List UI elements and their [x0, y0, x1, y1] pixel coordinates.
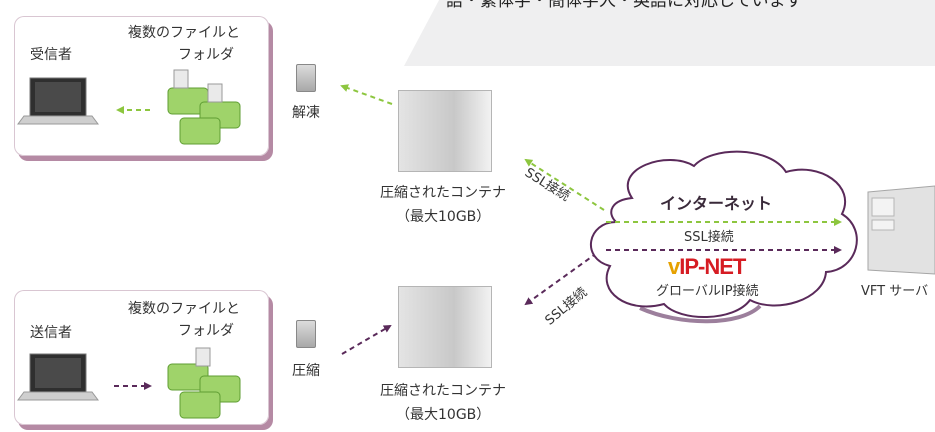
folder-icons-bottom [167, 347, 241, 419]
files-label-top-line1: 複数のファイルと [128, 25, 240, 41]
global-ip-label: グローバルIP接続 [656, 284, 759, 299]
folder-icons-top [167, 69, 241, 145]
laptop-icon-top [17, 77, 99, 125]
bottom-container-line2: （最大10GB） [396, 407, 491, 423]
bottom-container-line1: 圧縮されたコンテナ [380, 383, 506, 399]
internet-title: インターネット [660, 194, 773, 213]
vft-server-label: VFT サーバ [861, 284, 929, 299]
internet-cloud [590, 150, 858, 324]
vip-net-logo: vIP-NET [668, 254, 746, 279]
ssl-label-center: SSL接続 [684, 230, 734, 245]
files-label-top-line2: フォルダ [178, 47, 234, 63]
receiver-label: 受信者 [30, 47, 72, 63]
vft-server-icon [867, 185, 935, 275]
decompress-label: 解凍 [292, 105, 320, 121]
top-container-icon [398, 90, 492, 172]
files-label-bottom-line1: 複数のファイルと [128, 301, 240, 317]
compress-icon [296, 320, 316, 348]
banner-text: 語・繁体字・簡体字人・英語に対応しています [446, 0, 803, 11]
top-container-line1: 圧縮されたコンテナ [380, 185, 506, 201]
files-label-bottom-line2: フォルダ [178, 323, 234, 339]
decompress-icon [296, 64, 316, 92]
laptop-icon-bottom [17, 353, 99, 401]
compress-label: 圧縮 [292, 363, 320, 379]
top-container-line2: （最大10GB） [396, 209, 491, 225]
sender-label: 送信者 [30, 325, 72, 341]
bottom-container-icon [398, 286, 492, 368]
